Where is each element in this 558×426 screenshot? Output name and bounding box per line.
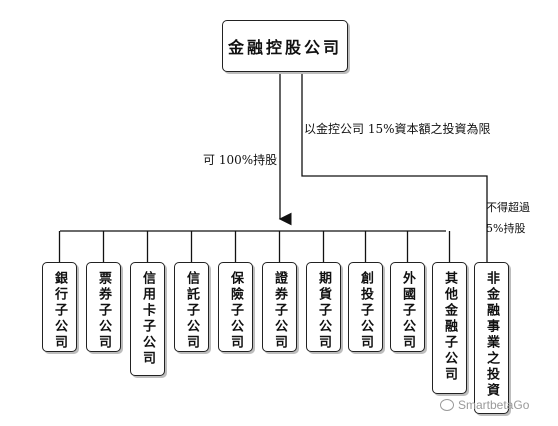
- holding-company-label: 金融控股公司: [227, 38, 342, 57]
- subsidiary-box-1: 票券子公司: [86, 262, 121, 352]
- full-holding-label: 可 100%持股: [203, 153, 278, 167]
- holding-company-box: 金融控股公司: [222, 20, 348, 72]
- subsidiary-box-2: 信用卡子公司: [130, 262, 165, 376]
- subsidiary-label: 期貨子公司: [316, 271, 331, 351]
- subsidiary-box-7: 創投子公司: [348, 262, 383, 352]
- subsidiary-label: 銀行子公司: [52, 271, 67, 351]
- nonfin-path: [301, 72, 488, 262]
- subsidiary-box-0: 銀行子公司: [42, 262, 77, 352]
- subsidiary-box-4: 保險子公司: [218, 262, 253, 352]
- subsidiary-box-6: 期貨子公司: [306, 262, 341, 352]
- subsidiary-label: 其他金融子公司: [442, 271, 457, 383]
- watermark: SmartbetaGo: [440, 398, 529, 412]
- subsidiary-box-5: 證券子公司: [262, 262, 297, 352]
- subsidiary-box-3: 信託子公司: [174, 262, 209, 352]
- subsidiary-label: 創投子公司: [358, 271, 373, 351]
- subsidiary-label: 信託子公司: [184, 271, 199, 351]
- investment-limit-label: 以金控公司 15%資本額之投資為限: [304, 122, 491, 136]
- subsidiary-label: 信用卡子公司: [140, 271, 155, 367]
- subsidiary-label: 外國子公司: [400, 271, 415, 351]
- non-financial-investment-box: 非金融事業之投資: [474, 262, 509, 414]
- nonfin-limit-label-line2: 5%持股: [486, 222, 526, 235]
- subsidiary-box-8: 外國子公司: [390, 262, 425, 352]
- watermark-text: SmartbetaGo: [458, 398, 530, 412]
- non-financial-investment-label: 非金融事業之投資: [484, 271, 499, 399]
- subsidiary-label: 保險子公司: [228, 271, 243, 351]
- nonfin-limit-label-line1: 不得超過: [486, 201, 530, 214]
- subsidiary-label: 證券子公司: [272, 271, 287, 351]
- subsidiary-label: 票券子公司: [96, 271, 111, 351]
- subsidiary-box-9: 其他金融子公司: [432, 262, 467, 394]
- wechat-icon: [440, 399, 454, 411]
